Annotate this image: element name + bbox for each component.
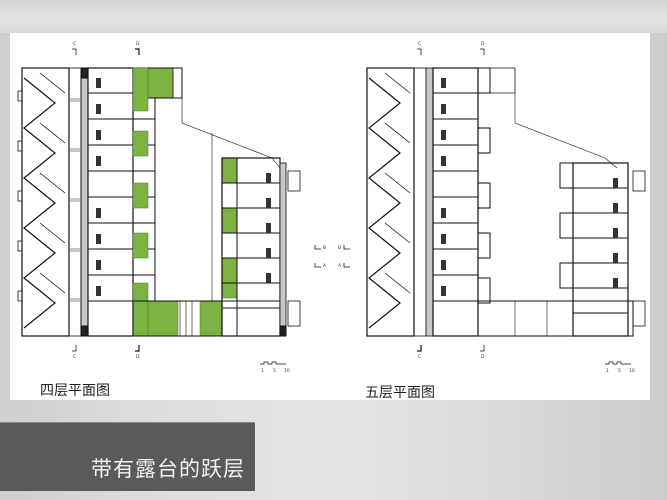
svg-text:B: B	[323, 245, 326, 251]
scale-bar-fourth: 1 5 10	[260, 361, 290, 374]
scale-bar-fifth: 1 5 10	[605, 361, 635, 374]
section-mark-d-top: D	[135, 41, 140, 55]
svg-text:A: A	[338, 263, 342, 269]
section-mark-d-bottom-5: D	[480, 345, 485, 360]
title-banner: 带有露台的跃层	[0, 422, 255, 491]
svg-text:1: 1	[261, 368, 264, 374]
svg-text:C: C	[418, 41, 421, 47]
section-mark-c-bottom: C	[72, 345, 77, 360]
center-section-marks: B A B A	[314, 245, 350, 269]
section-mark-d-bottom: D	[135, 345, 140, 360]
svg-text:C: C	[73, 354, 76, 360]
svg-text:10: 10	[629, 368, 635, 374]
fifth-floor-plan: C D	[366, 41, 646, 374]
svg-text:10: 10	[284, 368, 290, 374]
drawing-panel: C D	[10, 33, 650, 401]
svg-text:D: D	[481, 354, 485, 360]
svg-text:5: 5	[273, 368, 276, 374]
fourth-floor-plan: C D	[17, 41, 301, 374]
svg-text:D: D	[136, 354, 140, 360]
svg-text:C: C	[73, 41, 76, 47]
fifth-floor-caption: 五层平面图	[365, 385, 435, 401]
section-mark-c-top-5: C	[417, 41, 422, 55]
section-mark-c-bottom-5: C	[417, 345, 422, 360]
fourth-floor-caption: 四层平面图	[40, 383, 110, 399]
svg-text:A: A	[323, 263, 327, 269]
svg-text:D: D	[136, 41, 140, 47]
svg-text:1: 1	[606, 368, 609, 374]
section-mark-c-top: C	[72, 41, 77, 55]
svg-text:5: 5	[618, 368, 621, 374]
svg-text:C: C	[418, 354, 421, 360]
section-mark-d-top-5: D	[480, 41, 485, 55]
floor-plans-drawing: C D	[17, 41, 646, 374]
slide-title: 带有露台的跃层	[91, 457, 245, 481]
svg-text:D: D	[481, 41, 485, 47]
background-sheen	[0, 0, 667, 33]
svg-text:B: B	[338, 245, 341, 251]
